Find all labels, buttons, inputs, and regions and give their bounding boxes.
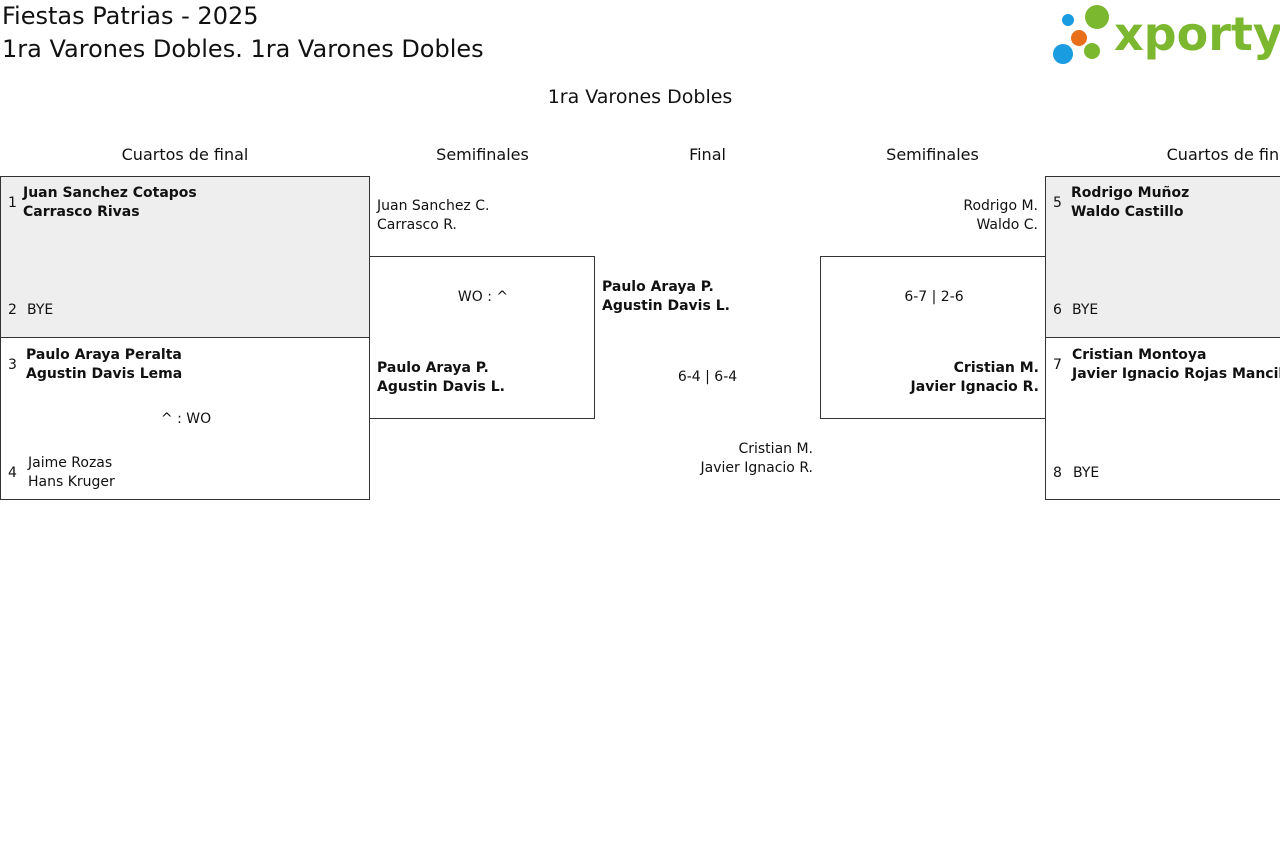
player-name: Carrasco Rivas: [23, 204, 140, 220]
category-title: 1ra Varones Dobles. 1ra Varones Dobles: [2, 35, 484, 63]
seed-number: 8: [1053, 465, 1062, 481]
team-entry[interactable]: Paulo Araya P. Agustin Davis L.: [377, 359, 505, 397]
player-name: BYE: [1073, 465, 1100, 481]
player-name: Cristian Montoya: [1072, 347, 1207, 363]
team-entry[interactable]: BYE: [1072, 301, 1098, 320]
tournament-title: Fiestas Patrias - 2025: [2, 2, 259, 30]
round-label-quarterfinals-left: Cuartos de final: [121, 145, 249, 164]
player-name: Jaime Rozas: [28, 455, 113, 471]
match-box-qf-4[interactable]: 7 Cristian Montoya Javier Ignacio Rojas …: [1045, 337, 1280, 500]
round-label-semifinals-right: Semifinales: [886, 145, 979, 164]
player-name: Paulo Araya Peralta: [26, 347, 182, 363]
seed-number: 3: [8, 357, 17, 373]
match-box-sf-right[interactable]: 6-7 | 2-6 Cristian M. Javier Ignacio R.: [820, 256, 1046, 419]
player-name: Javier Ignacio R.: [700, 460, 813, 476]
team-entry[interactable]: Cristian Montoya Javier Ignacio Rojas Ma…: [1072, 346, 1280, 384]
seed-number: 2: [8, 302, 17, 318]
player-name: Paulo Araya P.: [602, 279, 714, 295]
xporty-logo[interactable]: xporty: [1052, 4, 1280, 68]
seed-number: 7: [1053, 357, 1062, 373]
player-name: Javier Ignacio R.: [910, 379, 1039, 395]
team-entry[interactable]: Rodrigo Muñoz Waldo Castillo: [1071, 184, 1189, 222]
match-box-qf-1[interactable]: 1 Juan Sanchez Cotapos Carrasco Rivas 2 …: [0, 176, 370, 338]
match-score: 6-7 | 2-6: [904, 289, 964, 305]
round-label-semifinals-left: Semifinales: [436, 145, 529, 164]
player-name: Waldo Castillo: [1071, 204, 1184, 220]
player-name: Rodrigo M.: [963, 198, 1038, 214]
seed-number: 1: [8, 195, 17, 211]
seed-number: 4: [8, 465, 17, 481]
player-name: Javier Ignacio Rojas Mancilla: [1072, 366, 1280, 382]
player-name: Cristian M.: [738, 441, 813, 457]
team-entry[interactable]: Juan Sanchez Cotapos Carrasco Rivas: [23, 184, 197, 222]
team-entry[interactable]: Cristian M. Javier Ignacio R.: [821, 359, 1039, 397]
player-name: Waldo C.: [976, 217, 1038, 233]
team-entry[interactable]: Paulo Araya Peralta Agustin Davis Lema: [26, 346, 182, 384]
match-box-qf-2[interactable]: 3 Paulo Araya Peralta Agustin Davis Lema…: [0, 337, 370, 500]
round-label-quarterfinals-right: Cuartos de final: [1166, 145, 1280, 164]
logo-text: xporty: [1114, 7, 1280, 61]
match-box-qf-3[interactable]: 5 Rodrigo Muñoz Waldo Castillo 6 BYE: [1045, 176, 1280, 338]
player-name: Cristian M.: [953, 360, 1039, 376]
player-name: Rodrigo Muñoz: [1071, 185, 1190, 201]
logo-dots-icon: [1053, 5, 1109, 64]
player-name: Paulo Araya P.: [377, 360, 489, 376]
player-name: Juan Sanchez C.: [377, 198, 490, 214]
player-name: Carrasco R.: [377, 217, 457, 233]
player-name: Agustin Davis Lema: [26, 366, 183, 382]
match-box-sf-left[interactable]: WO : ^ Paulo Araya P. Agustin Davis L.: [369, 256, 595, 419]
player-name: BYE: [27, 302, 54, 318]
team-entry[interactable]: Jaime Rozas Hans Kruger: [28, 454, 115, 492]
match-score: WO : ^: [457, 289, 509, 305]
match-score: ^ : WO: [160, 411, 212, 427]
player-name: BYE: [1072, 302, 1099, 318]
player-name: Juan Sanchez Cotapos: [23, 185, 197, 201]
seed-number: 5: [1053, 195, 1062, 211]
player-name: Hans Kruger: [28, 474, 115, 490]
team-entry-sf-right-top[interactable]: Rodrigo M. Waldo C.: [820, 197, 1038, 235]
player-name: Agustin Davis L.: [377, 379, 505, 395]
round-label-final: Final: [689, 145, 726, 164]
player-name: Agustin Davis L.: [602, 298, 730, 314]
final-score: 6-4 | 6-4: [677, 369, 738, 385]
team-entry[interactable]: BYE: [1073, 464, 1099, 483]
team-entry-final-bottom[interactable]: Cristian M. Javier Ignacio R.: [595, 440, 813, 478]
team-entry-sf-left-top[interactable]: Juan Sanchez C. Carrasco R.: [377, 197, 489, 235]
seed-number: 6: [1053, 302, 1062, 318]
team-entry[interactable]: BYE: [27, 301, 53, 320]
bracket-title: 1ra Varones Dobles: [547, 86, 733, 108]
team-entry-final-top[interactable]: Paulo Araya P. Agustin Davis L.: [602, 278, 730, 316]
